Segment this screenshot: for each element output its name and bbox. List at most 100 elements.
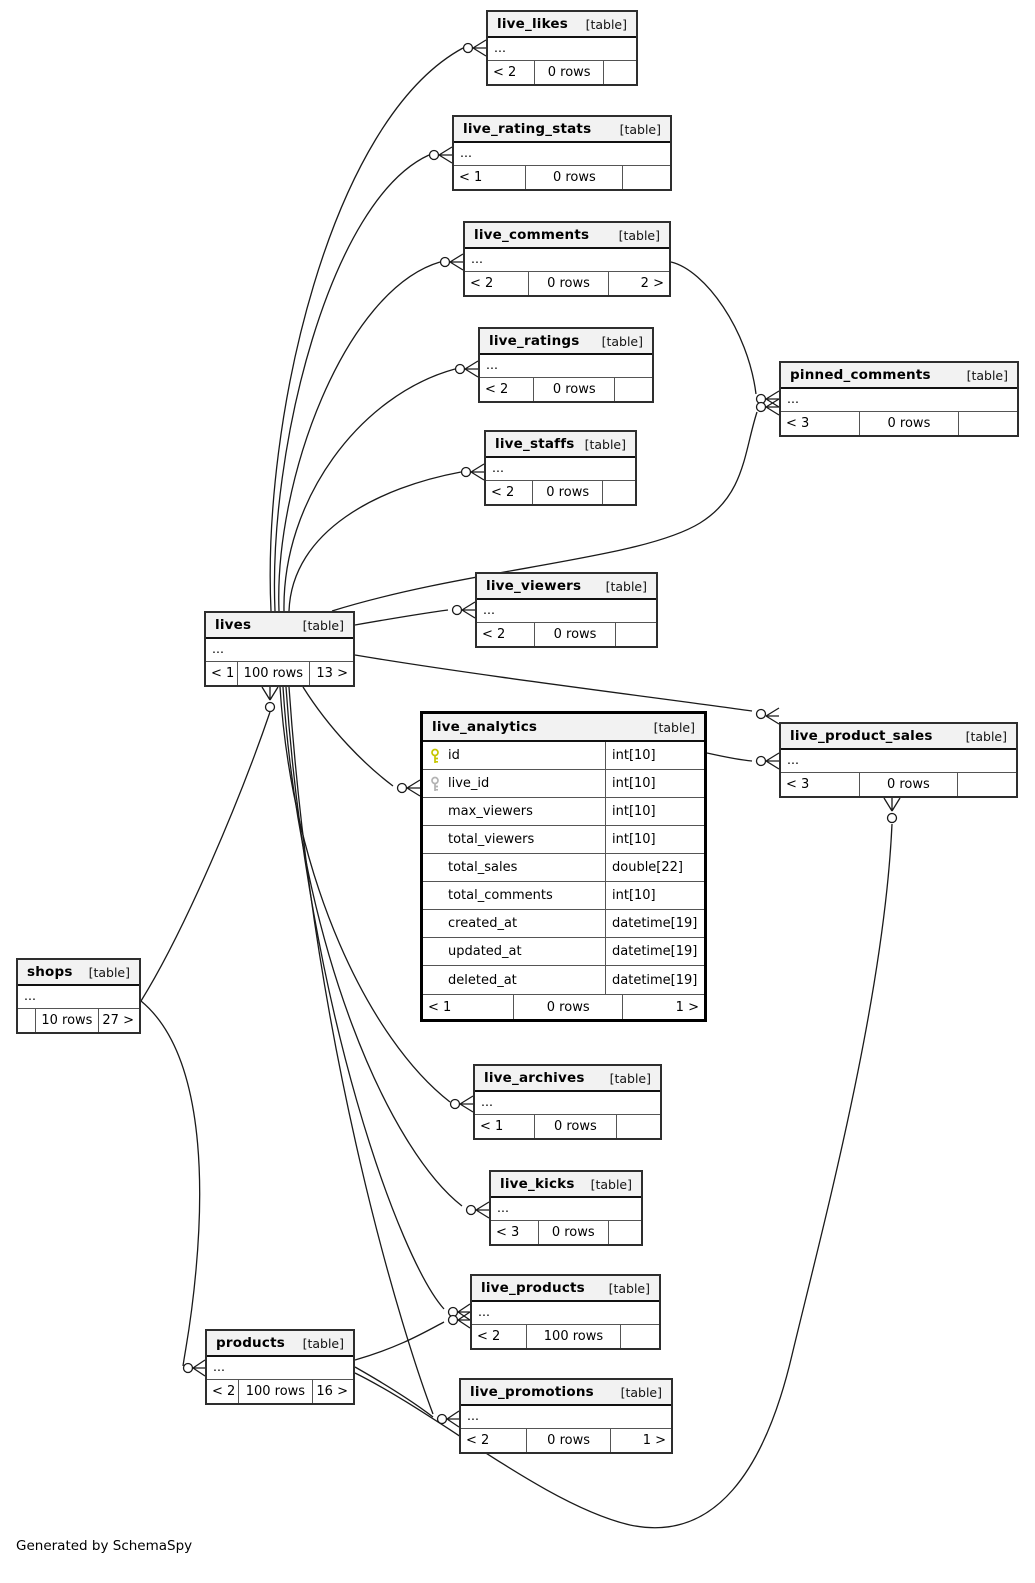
row-count: 0 rows bbox=[858, 412, 958, 435]
table-footer: < 2 0 rows bbox=[477, 623, 656, 646]
table-footer: < 2 0 rows bbox=[486, 481, 635, 504]
parent-count: < 2 bbox=[470, 276, 494, 291]
column-name: deleted_at bbox=[448, 972, 517, 988]
collapsed-columns: ... bbox=[18, 986, 139, 1009]
column-row[interactable]: max_viewers int[10] bbox=[423, 798, 704, 826]
edge-shops-lives bbox=[140, 711, 271, 1002]
edge-products-live_product_sales bbox=[354, 823, 893, 1529]
table-live_rating_stats[interactable]: live_rating_stats [table] ... < 1 0 rows bbox=[452, 115, 672, 191]
column-row[interactable]: total_viewers int[10] bbox=[423, 826, 704, 854]
crowfoot-marker bbox=[755, 390, 780, 408]
collapsed-columns: ... bbox=[475, 1092, 660, 1115]
table-type-tag: [table] bbox=[605, 578, 647, 594]
table-shops[interactable]: shops [table] ... 10 rows 27 > bbox=[16, 958, 141, 1034]
parent-count: < 2 bbox=[485, 382, 509, 397]
table-name[interactable]: live_promotions bbox=[470, 1384, 594, 1400]
generator-credit: Generated by SchemaSpy bbox=[16, 1538, 193, 1554]
child-count bbox=[614, 378, 652, 401]
row-count: 0 rows bbox=[526, 1429, 610, 1452]
column-row[interactable]: total_sales double[22] bbox=[423, 854, 704, 882]
child-count bbox=[619, 1325, 659, 1348]
table-name[interactable]: products bbox=[216, 1335, 285, 1351]
table-type-tag: [table] bbox=[590, 1176, 632, 1192]
table-name[interactable]: live_rating_stats bbox=[463, 121, 592, 137]
table-live_promotions[interactable]: live_promotions [table] ... < 2 0 rows 1… bbox=[459, 1378, 673, 1454]
crowfoot-marker bbox=[755, 752, 780, 770]
table-name[interactable]: live_comments bbox=[474, 227, 590, 243]
table-name[interactable]: live_product_sales bbox=[790, 728, 933, 744]
table-footer: < 2 0 rows 1 > bbox=[461, 1429, 671, 1452]
column-row[interactable]: created_at datetime[19] bbox=[423, 910, 704, 938]
table-name[interactable]: live_staffs bbox=[495, 436, 575, 452]
table-footer: < 2 0 rows 2 > bbox=[465, 272, 669, 295]
table-live_products[interactable]: live_products [table] ... < 2 100 rows bbox=[470, 1274, 661, 1350]
edge-lives-live_comments bbox=[278, 261, 441, 612]
table-live_likes[interactable]: live_likes [table] ... < 2 0 rows bbox=[486, 10, 638, 86]
table-pinned_comments[interactable]: pinned_comments [table] ... < 3 0 rows bbox=[779, 361, 1019, 437]
parent-count: < 2 bbox=[212, 1384, 236, 1399]
table-header: live_comments [table] bbox=[465, 223, 669, 249]
table-live_kicks[interactable]: live_kicks [table] ... < 3 0 rows bbox=[489, 1170, 643, 1246]
child-count bbox=[602, 481, 635, 504]
column-type: int[10] bbox=[605, 770, 704, 797]
column-type: datetime[19] bbox=[605, 938, 704, 965]
table-products[interactable]: products [table] ... < 2 100 rows 16 > bbox=[205, 1329, 355, 1405]
column-row[interactable]: live_id int[10] bbox=[423, 770, 704, 798]
column-row[interactable]: id int[10] bbox=[423, 742, 704, 770]
edge-lives-live_viewers bbox=[354, 609, 449, 626]
table-live_comments[interactable]: live_comments [table] ... < 2 0 rows 2 > bbox=[463, 221, 671, 297]
table-type-tag: [table] bbox=[608, 1280, 650, 1296]
child-count bbox=[615, 1115, 660, 1138]
parent-count: < 1 bbox=[480, 1119, 504, 1134]
table-name[interactable]: live_products bbox=[481, 1280, 585, 1296]
column-name: total_viewers bbox=[448, 832, 535, 847]
table-live_analytics[interactable]: live_analytics [table] id int[10] live_i… bbox=[420, 711, 707, 1022]
table-name[interactable]: live_ratings bbox=[489, 333, 580, 349]
collapsed-columns: ... bbox=[491, 1198, 641, 1221]
table-name[interactable]: live_archives bbox=[484, 1070, 585, 1086]
table-name[interactable]: lives bbox=[215, 617, 252, 633]
table-live_product_sales[interactable]: live_product_sales [table] ... < 3 0 row… bbox=[779, 722, 1018, 798]
table-live_archives[interactable]: live_archives [table] ... < 1 0 rows bbox=[473, 1064, 662, 1140]
table-name[interactable]: live_kicks bbox=[500, 1176, 575, 1192]
table-live_ratings[interactable]: live_ratings [table] ... < 2 0 rows bbox=[478, 327, 654, 403]
crowfoot-marker bbox=[182, 1359, 206, 1377]
edge-shops-products bbox=[140, 1000, 201, 1367]
table-header: live_promotions [table] bbox=[461, 1380, 671, 1406]
edge-lives-live_likes bbox=[269, 47, 464, 612]
table-live_staffs[interactable]: live_staffs [table] ... < 2 0 rows bbox=[484, 430, 637, 506]
row-count: 0 rows bbox=[512, 995, 623, 1019]
column-row[interactable]: updated_at datetime[19] bbox=[423, 938, 704, 966]
table-header: live_products [table] bbox=[472, 1276, 659, 1302]
edge-products-live_promotions bbox=[354, 1366, 434, 1418]
table-header: live_likes [table] bbox=[488, 12, 636, 38]
collapsed-columns: ... bbox=[781, 389, 1017, 412]
row-count: 10 rows bbox=[34, 1009, 98, 1032]
crowfoot-marker bbox=[755, 398, 780, 416]
edge-live_analytics-live_product_sales bbox=[706, 752, 753, 762]
table-type-tag: [table] bbox=[88, 964, 130, 980]
column-row[interactable]: deleted_at datetime[19] bbox=[423, 966, 704, 994]
table-footer: < 3 0 rows bbox=[781, 773, 1016, 796]
crowfoot-marker bbox=[755, 707, 780, 725]
table-name[interactable]: live_viewers bbox=[486, 578, 582, 594]
crowfoot-marker bbox=[439, 253, 464, 271]
child-count bbox=[603, 61, 636, 84]
child-count: 1 > bbox=[622, 995, 703, 1019]
row-count: 0 rows bbox=[534, 1115, 615, 1138]
collapsed-columns: ... bbox=[461, 1406, 671, 1429]
table-lives[interactable]: lives [table] ... < 1 100 rows 13 > bbox=[204, 611, 355, 687]
table-name[interactable]: live_likes bbox=[497, 16, 569, 32]
table-name[interactable]: pinned_comments bbox=[790, 367, 931, 383]
table-type-tag: [table] bbox=[618, 227, 660, 243]
table-live_viewers[interactable]: live_viewers [table] ... < 2 0 rows bbox=[475, 572, 658, 648]
row-count: 100 rows bbox=[236, 662, 309, 685]
parent-count: < 3 bbox=[496, 1225, 520, 1240]
table-name[interactable]: shops bbox=[27, 964, 73, 980]
table-name[interactable]: live_analytics bbox=[432, 719, 538, 735]
column-type: int[10] bbox=[605, 798, 704, 825]
edge-lives-live_archives bbox=[279, 686, 451, 1103]
column-row[interactable]: total_comments int[10] bbox=[423, 882, 704, 910]
table-type-tag: [table] bbox=[609, 1070, 651, 1086]
